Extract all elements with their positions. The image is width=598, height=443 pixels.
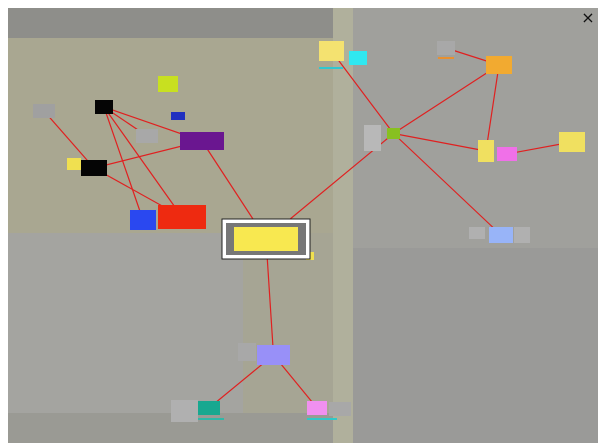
node-graph xyxy=(8,8,598,443)
gray-node-top-right[interactable] xyxy=(437,41,455,55)
orange-node[interactable] xyxy=(486,56,512,74)
purple-node[interactable] xyxy=(180,132,224,150)
light-blue-node-left-handle xyxy=(469,227,485,239)
edge-green-hub-node-to-yellow-node-right xyxy=(394,134,487,152)
green-hub-node[interactable] xyxy=(387,128,400,139)
light-blue-node-right-handle xyxy=(514,227,530,243)
teal-node[interactable] xyxy=(198,401,220,415)
cyan-node[interactable] xyxy=(349,51,367,65)
selected-yellow-node[interactable] xyxy=(234,227,298,251)
blue-node[interactable] xyxy=(130,210,156,230)
node-layer xyxy=(33,41,585,422)
gray-node-bottom[interactable] xyxy=(238,343,256,361)
yellow-node-far-right[interactable] xyxy=(559,132,585,152)
teal-node-caption xyxy=(198,418,224,420)
small-blue-node[interactable] xyxy=(171,112,185,120)
yellow-node-top[interactable] xyxy=(319,41,344,61)
yellow-node-right[interactable] xyxy=(478,140,494,162)
gray-hub-node[interactable] xyxy=(364,125,381,151)
gray-node-bottom-left[interactable] xyxy=(171,400,198,422)
cyan-node-caption xyxy=(319,67,343,69)
pink-node-caption xyxy=(307,418,337,420)
gray-node-bottom-right[interactable] xyxy=(329,402,351,416)
edge-orange-node-to-yellow-node-right xyxy=(486,65,499,151)
lime-node[interactable] xyxy=(158,76,178,92)
magenta-node[interactable] xyxy=(497,147,517,161)
black-node-mid[interactable] xyxy=(81,160,107,176)
close-button[interactable]: × xyxy=(580,10,596,26)
black-node-top[interactable] xyxy=(95,100,113,114)
orange-node-caption xyxy=(438,57,454,59)
gray-node-center-left[interactable] xyxy=(136,129,158,143)
lavender-node[interactable] xyxy=(257,345,290,365)
graph-viewport: × xyxy=(8,8,598,443)
light-blue-node[interactable] xyxy=(489,227,513,243)
gray-node-left[interactable] xyxy=(33,104,55,118)
yellow-tag-left[interactable] xyxy=(67,158,81,170)
red-node[interactable] xyxy=(158,205,206,229)
pink-node[interactable] xyxy=(307,401,327,415)
edge-green-hub-node-to-orange-node xyxy=(394,65,500,134)
